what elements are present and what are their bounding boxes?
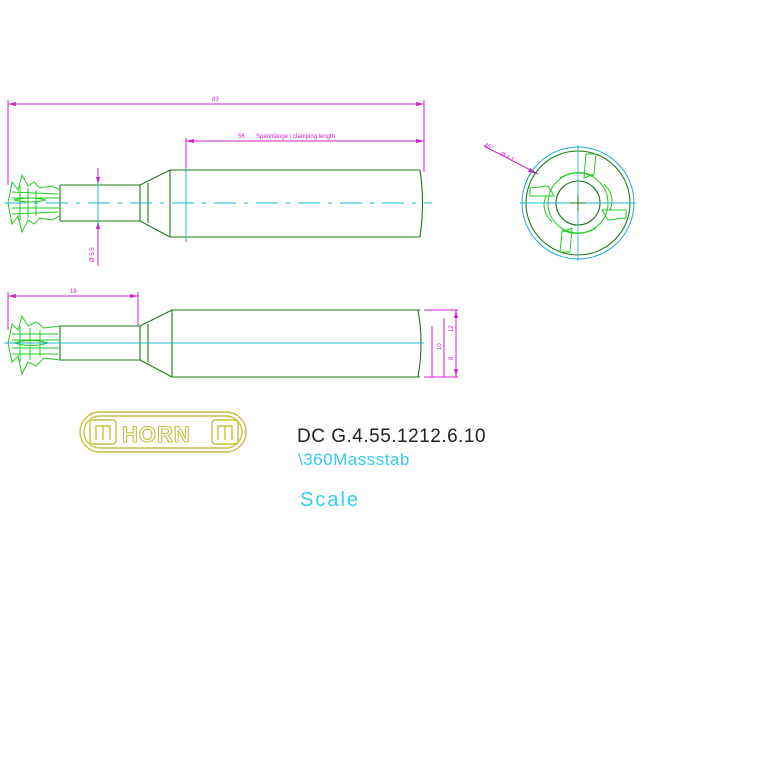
lower-length-label: 18 <box>70 289 77 295</box>
overall-length-dimension: 83 <box>7 97 425 185</box>
title-block: DC G.4.55.1212.6.10 \360Massstab Scale <box>297 426 486 511</box>
shank-diameter-3: 12 <box>449 325 455 332</box>
end-view: 45° Ø 4.1 <box>483 142 636 261</box>
centerline-end <box>520 145 636 261</box>
cutter-head-top <box>7 173 61 234</box>
cutter-head-side <box>7 314 61 376</box>
section-angle-label: 45° <box>483 142 494 152</box>
tool-outline-side <box>59 309 422 378</box>
side-view: 18 8 10 12 <box>4 289 458 378</box>
neck-diameter-label: Ø 5.5 <box>90 247 96 262</box>
lower-length-dimension: 18 <box>7 289 139 330</box>
overall-length-label: 83 <box>212 97 219 103</box>
clamping-length-text: Spannlänge / clamping length <box>256 134 335 140</box>
top-view: 83 56 Spannlänge / clamping length Ø 5.5 <box>4 97 432 266</box>
shank-diameter-dimensions: 8 10 12 <box>424 309 458 378</box>
clamping-length-value: 56 <box>238 134 245 140</box>
section-diameter-label: Ø 4.1 <box>499 151 515 163</box>
shank-diameter-2: 10 <box>437 343 443 350</box>
centerline-top <box>4 168 432 240</box>
shank-diameter-1: 8 <box>449 356 455 360</box>
neck-diameter-dimension: Ø 5.5 <box>90 168 100 266</box>
part-number: DC G.4.55.1212.6.10 <box>297 426 486 447</box>
tool-outline-top <box>59 169 424 238</box>
cutter-flutes-end <box>529 153 627 253</box>
clamping-length-dimension: 56 Spannlänge / clamping length <box>185 134 424 242</box>
logo-text: HORN <box>122 422 191 447</box>
scale-ratio: \360Massstab <box>298 450 410 469</box>
scale-label: Scale <box>300 489 360 511</box>
horn-logo: HORN <box>79 411 247 453</box>
section-angle-dimension: 45° Ø 4.1 <box>483 142 539 175</box>
